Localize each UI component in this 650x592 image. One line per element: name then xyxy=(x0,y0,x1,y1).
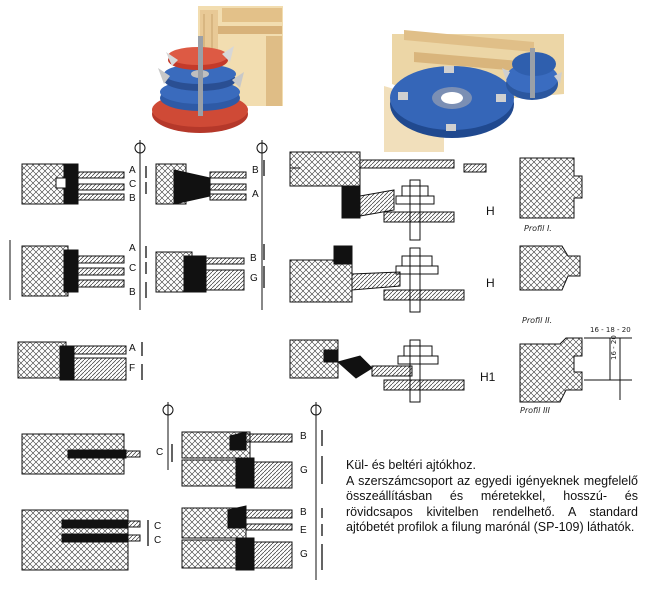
label-r2a-0: A xyxy=(129,243,136,254)
description-heading: Kül- és beltéri ajtókhoz. xyxy=(346,458,476,472)
profile-2-label: Profil II. xyxy=(522,316,553,325)
label-r1b-1: A xyxy=(252,189,259,200)
label-r2a-1: C xyxy=(129,263,137,274)
diagram-row1-right xyxy=(155,163,247,205)
diagram-row4-left xyxy=(21,433,141,475)
diagram-row5-left xyxy=(21,509,141,571)
diagram-row3-left xyxy=(17,341,127,381)
label-r2b-1: G xyxy=(250,273,258,284)
dimension-top: 16 - 18 - 20 xyxy=(590,326,631,334)
diagram-row1-left xyxy=(21,163,125,205)
profile-1-shape xyxy=(519,157,583,219)
label-r5b-0: B xyxy=(300,507,307,518)
label-r5a-1: C xyxy=(154,535,162,546)
tool-assembly-h3 xyxy=(289,339,465,403)
cutter-set-photo-red xyxy=(148,6,283,137)
dimension-side: 16 - 20 xyxy=(610,335,618,360)
diagram-row2-right xyxy=(155,251,245,293)
profile-3-label: Profil III xyxy=(520,406,551,415)
cutter-set-photo-blue xyxy=(384,24,564,152)
profile-1-label: Profil I. xyxy=(524,224,552,233)
label-r1a-1: C xyxy=(129,179,137,190)
tool-label-h3: H1 xyxy=(480,370,496,384)
label-r5b-2: G xyxy=(300,549,308,560)
description-paragraph: A szerszámcsoport az egyedi igényeknek m… xyxy=(346,473,638,535)
label-r1a-2: B xyxy=(129,193,136,204)
label-r1a-0: A xyxy=(129,165,136,176)
tool-assembly-h1 xyxy=(289,151,487,241)
label-r3a-1: F xyxy=(129,363,136,374)
label-r4b-0: B xyxy=(300,431,307,442)
description-block: Kül- és beltéri ajtókhoz. A szerszámcsop… xyxy=(346,458,638,536)
label-r1b-0: B xyxy=(252,165,259,176)
diagram-row5-right xyxy=(181,505,293,571)
label-r5a-0: C xyxy=(154,521,162,532)
label-r2a-2: B xyxy=(129,287,136,298)
label-r2b-0: B xyxy=(250,253,257,264)
diagram-row2-left xyxy=(9,240,125,300)
profile-3-shape xyxy=(519,337,632,403)
profile-2-shape xyxy=(519,245,581,291)
tool-label-h2: H xyxy=(486,276,495,290)
label-r4b-1: G xyxy=(300,465,308,476)
tool-label-h1: H xyxy=(486,204,495,218)
label-r4a-0: C xyxy=(156,447,164,458)
spindle-marker xyxy=(134,140,322,580)
diagram-row4-right xyxy=(181,431,293,489)
tool-assembly-h2 xyxy=(289,245,465,313)
label-r3a-0: A xyxy=(129,343,136,354)
label-r5b-1: E xyxy=(300,525,307,536)
